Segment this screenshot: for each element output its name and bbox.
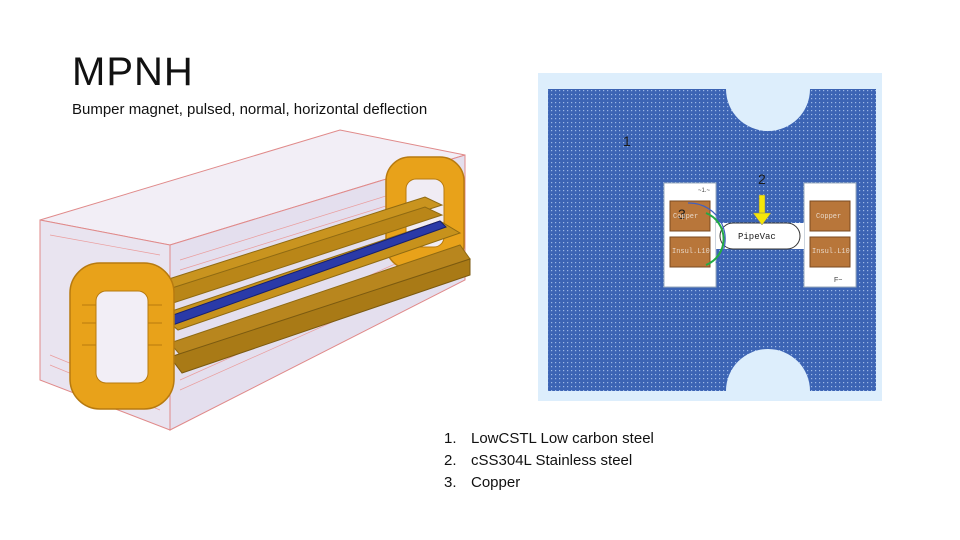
label-left-lower-coil: Insul.L10	[672, 248, 710, 256]
legend-number: 3.	[444, 474, 457, 491]
marker-arc-green	[705, 212, 725, 266]
callout-2: 2	[758, 171, 766, 187]
right-window	[803, 182, 857, 288]
page-subtitle: Bumper magnet, pulsed, normal, horizonta…	[72, 101, 428, 118]
magnet-3d-view	[39, 129, 471, 431]
bottom-cutout	[726, 349, 810, 391]
label-top-left-small: ~1.~	[698, 188, 711, 194]
marker-arc-blue	[687, 202, 726, 264]
label-left-upper-coil: Copper	[673, 213, 698, 221]
cross-section-canvas: 1 2 3 ~1.~ Copper Insul.L10 PipeVac Copp…	[548, 89, 876, 391]
label-pipe: PipeVac	[738, 232, 776, 242]
vacuum-pipe	[719, 222, 801, 250]
left-lower-coil	[669, 236, 711, 268]
label-right-lower-coil: Insul.L10	[812, 248, 850, 256]
legend-text: LowCSTL Low carbon steel	[471, 430, 654, 447]
cross-section-view: 1 2 3 ~1.~ Copper Insul.L10 PipeVac Copp…	[538, 73, 882, 401]
top-cutout	[726, 89, 810, 131]
callout-3: 3	[678, 206, 686, 222]
front-coil	[69, 262, 175, 410]
label-right-upper-coil: Copper	[816, 213, 841, 221]
page-title: MPNH	[72, 50, 194, 94]
legend-text: cSS304L Stainless steel	[471, 452, 633, 469]
legend-item: 3. Copper	[444, 472, 654, 494]
material-legend: 1. LowCSTL Low carbon steel 2. cSS304L Sta…	[444, 428, 654, 494]
legend-item: 2. cSS304L Stainless steel	[444, 450, 654, 472]
right-lower-coil	[809, 236, 851, 268]
legend-number: 1.	[444, 430, 457, 447]
arrow-indicator	[752, 194, 772, 226]
label-bottom-right-small: F~	[834, 277, 842, 284]
legend-item: 1. LowCSTL Low carbon steel	[444, 428, 654, 450]
right-upper-coil	[809, 200, 851, 232]
left-window	[663, 182, 717, 288]
legend-text: Copper	[471, 474, 521, 491]
legend-number: 2.	[444, 452, 457, 469]
callout-1: 1	[623, 133, 631, 149]
